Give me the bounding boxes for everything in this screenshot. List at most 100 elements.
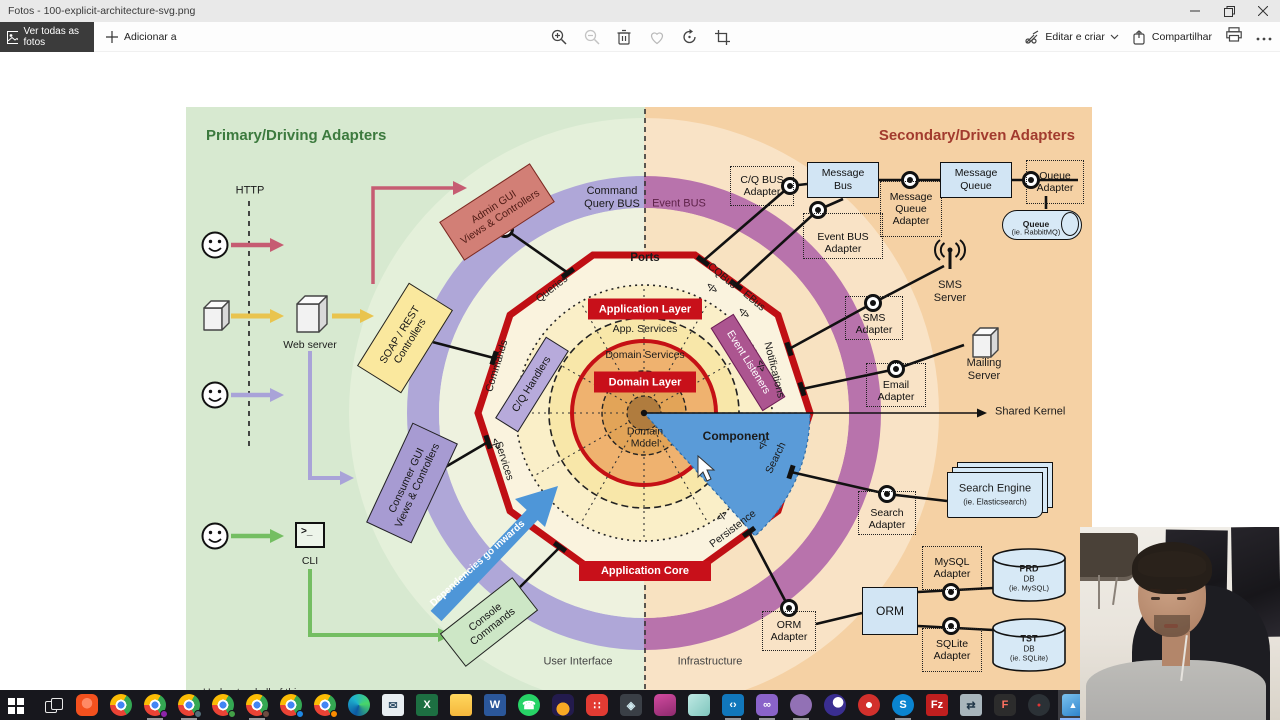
photos-icon: ▲ [1062,694,1084,716]
chrome-profile-4-icon [212,694,236,718]
taskbar-icon-chrome-profile-5[interactable] [242,690,272,720]
taskbar-icon-brave[interactable] [72,690,102,720]
cli-icon: >_ [295,522,325,548]
orm-adapter-box: ORM Adapter [762,611,816,651]
message-queue-adapter-box: Message Queue Adapter [880,181,942,237]
remote-desktop-icon: ⇄ [960,694,982,716]
chrome-profile-3-icon [178,694,202,718]
taskbar-icon-chrome-profile-1[interactable] [106,690,136,720]
shared-kernel-line [646,408,987,418]
windows-start-icon [7,697,15,705]
minimize-button[interactable] [1178,0,1212,22]
mysql-adapter-box: MySQL Adapter [922,546,982,590]
taskbar-icon-chrome-profile-6[interactable] [276,690,306,720]
heart-icon [650,31,664,44]
application-layer-badge: Application Layer [588,298,702,320]
taskbar-icon-proton-app[interactable] [548,690,578,720]
webcam-overlay [1080,527,1280,720]
add-to-button[interactable]: Adicionar a [106,22,177,52]
taskbar-icon-whatsapp[interactable]: ☎ [514,690,544,720]
taskbar-icon-skype[interactable]: S [888,690,918,720]
rotate-button[interactable] [679,27,701,47]
share-label: Compartilhar [1151,31,1212,43]
person-mouth [1164,624,1178,628]
taskbar-icon-github-desktop[interactable] [786,690,816,720]
taskbar-icon-magenta-app[interactable] [650,690,680,720]
whatsapp-icon: ☎ [518,694,540,716]
dependencies-arrow [430,486,558,622]
window-title: Fotos - 100-explicit-architecture-svg.pn… [8,5,196,17]
delete-button[interactable] [613,27,635,47]
print-button[interactable] [1226,27,1242,47]
zoom-out-button[interactable] [581,27,603,47]
chrome-profile-2-icon [144,694,168,718]
taskbar-icon-chrome-profile-4[interactable] [208,690,238,720]
share-button[interactable]: Compartilhar [1133,29,1212,45]
event-bus-adapter-box: Event BUS Adapter [803,213,883,259]
windows-taskbar: ✉ X W ☎ ∷◈ ‹›∞ S Fz ⇄ F ● ▲ [0,690,1280,720]
chrome-profile-5-icon [246,694,270,718]
mouse-cursor [697,454,716,482]
excel-icon: X [416,694,438,716]
notebook-app-icon [688,694,710,716]
taskbar-icon-excel[interactable]: X [412,690,442,720]
taskbar-icon-filezilla[interactable]: Fz [922,690,952,720]
zoom-in-icon [551,29,567,45]
taskbar-icon-chrome-profile-3[interactable] [174,690,204,720]
person-eye [1151,597,1160,600]
skype-icon: S [892,694,914,716]
taskbar-icon-start[interactable] [4,690,34,720]
zoom-in-button[interactable] [548,27,570,47]
crop-button[interactable] [711,27,733,47]
taskbar-icon-notebook-app[interactable] [684,690,714,720]
taskbar-icon-vscode[interactable]: ‹› [718,690,748,720]
taskbar-icon-chrome-profile-7[interactable] [310,690,340,720]
email-adapter-box: Email Adapter [866,363,926,407]
proton-app-icon [552,694,574,716]
title-bar: Fotos - 100-explicit-architecture-svg.pn… [0,0,1280,22]
chevron-down-icon [1110,34,1119,40]
taskbar-icon-word[interactable]: W [480,690,510,720]
taskbar-icon-task-view[interactable] [38,690,68,720]
taskbar-icon-figma[interactable]: F [990,690,1020,720]
favorite-button[interactable] [646,27,668,47]
sms-antenna-icon [934,239,966,269]
message-bus-box: Message Bus [807,162,879,198]
taskbar-icon-dial-recorder[interactable]: ● [1024,690,1054,720]
restore-button[interactable] [1212,0,1246,22]
profile-badge [228,710,236,718]
chrome-profile-6-icon [280,694,304,718]
see-more-button[interactable] [1256,28,1272,46]
taskbar-icon-chrome-profile-2[interactable] [140,690,170,720]
queue-cylinder-cap [1061,212,1079,236]
view-all-photos-button[interactable]: Ver todas as fotos [0,22,94,52]
component-wedge [642,412,811,537]
taskbar-icon-insomnia[interactable] [820,690,850,720]
dial-recorder-icon: ● [1028,694,1050,716]
application-core-badge: Application Core [579,561,711,581]
queue-adapter-box: Queue Adapter [1026,160,1084,204]
database-cylinders [992,548,1066,672]
restore-icon [1223,5,1235,17]
rotate-icon [683,29,696,44]
edge-icon [348,694,370,716]
chrome-profile-1-icon [110,694,132,716]
taskbar-icon-file-explorer[interactable] [446,690,476,720]
close-button[interactable] [1246,0,1280,22]
taskbar-icon-red-grid-app[interactable]: ∷ [582,690,612,720]
filezilla-icon: Fz [926,694,948,716]
person-eye [1177,597,1186,600]
orm-box: ORM [862,587,918,635]
edit-create-button[interactable]: Editar e criar [1025,30,1119,44]
taskbar-icon-media-red[interactable] [854,690,884,720]
task-view-icon [44,697,63,713]
taskbar-icon-edge[interactable] [344,690,374,720]
magenta-app-icon [654,694,676,716]
taskbar-icon-mail[interactable]: ✉ [378,690,408,720]
taskbar-icon-remote-desktop[interactable]: ⇄ [956,690,986,720]
taskbar-icon-3d-viewer[interactable]: ◈ [616,690,646,720]
taskbar-icon-visual-studio[interactable]: ∞ [752,690,782,720]
flow-arrows [231,181,467,642]
shelf-string [1098,575,1100,609]
dashed-guides [248,109,646,695]
